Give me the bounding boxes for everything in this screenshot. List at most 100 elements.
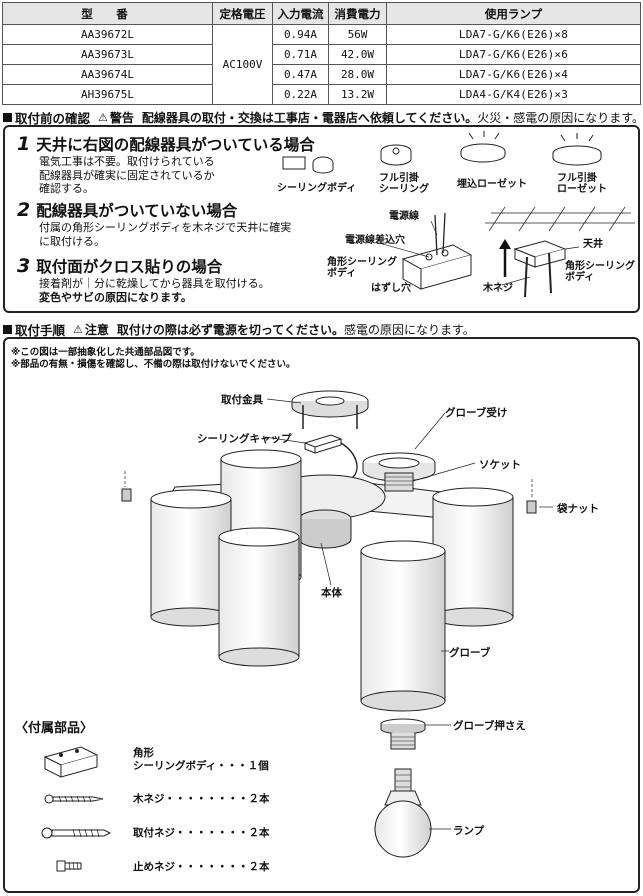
caution-label: 注意: [84, 323, 109, 337]
socket: [384, 472, 414, 492]
embedded-rosette-icon: [460, 131, 506, 163]
caution-bold-text: 取付けの際は必ず電源を切ってください。: [116, 323, 344, 337]
procedure-box: ※この図は一部抽象化した共通部品図です。 ※部品の有無・損傷を確認し、不備の際は…: [3, 337, 640, 893]
fixture-exploded-diagram: [121, 390, 553, 858]
table-row: AA39673L 0.71A 42.0W LDA7-G/K6(E26)×6: [2, 44, 641, 65]
cap-nut-left: [121, 488, 132, 502]
accessories-title: 〈付属部品〉: [15, 721, 94, 736]
current-cell: 0.22A: [272, 84, 329, 105]
wiring-devices-illustration: [282, 131, 635, 298]
label-full-hook-ceiling: フル引掛 シーリング: [379, 173, 429, 195]
globe-holder: [362, 452, 436, 482]
step-3: 3 取付面がクロス貼りの場合 接着剤が｜分に乾燥してから器具を取付ける。 変色やサ…: [17, 255, 270, 304]
header-power: 消費電力: [328, 2, 387, 25]
ceiling-mount-diagram: [485, 206, 635, 298]
lamp-cell: LDA7-G/K6(E26)×6: [386, 44, 641, 65]
header-model: 型 番: [2, 2, 213, 25]
model-cell: AA39674L: [2, 64, 213, 85]
label-body: 本体: [321, 587, 342, 599]
lamp-cell: LDA7-G/K6(E26)×4: [386, 64, 641, 85]
note-2: ※部品の有無・損傷を確認し、不備の際は取付けないでください。: [11, 359, 296, 370]
model-cell: AA39672L: [2, 24, 213, 45]
current-cell: 0.94A: [272, 24, 329, 45]
procedure-heading: 取付手順 ⚠ 注意 取付けの際は必ず電源を切ってください。 感電の原因になります…: [3, 320, 475, 339]
ceiling-body-icon: [282, 156, 334, 174]
warning-icon: ⚠: [98, 111, 108, 124]
step-number: 3: [17, 255, 31, 277]
globe-left: [150, 489, 232, 627]
globe-front-left: [218, 527, 300, 667]
label-globe: グローブ: [449, 647, 491, 659]
label-embedded-rosette: 埋込ローゼット: [457, 179, 527, 190]
square-bullet-icon: [3, 325, 12, 334]
label-lamp: ランプ: [453, 825, 485, 837]
model-cell: AA39673L: [2, 44, 213, 65]
header-voltage: 定格電圧: [212, 2, 273, 25]
label-ceiling: 天井: [583, 239, 603, 250]
label-globe-press: グローブ押さえ: [453, 720, 526, 732]
globe-front: [360, 540, 446, 712]
spec-table: 型 番 定格電圧 入力電流 消費電力 使用ランプ AA39672L AC100V…: [2, 2, 641, 105]
warning-text: 火災・感電の原因になります。: [477, 111, 643, 125]
table-row: AH39675L 0.22A 13.2W LDA4-G/K4(E26)×3: [2, 84, 641, 105]
step-body: 接着剤が｜分に乾燥してから器具を取付ける。: [39, 277, 270, 290]
section-title: 取付手順: [15, 323, 66, 338]
label-cap-nut: 袋ナット: [557, 503, 599, 515]
full-hook-ceiling-icon: [380, 144, 412, 166]
label-ceiling-cap: シーリングキャップ: [197, 433, 292, 445]
caution-text: 感電の原因になります。: [343, 323, 475, 337]
full-hook-rosette-icon: [552, 133, 602, 166]
lamp-cell: LDA7-G/K6(E26)×8: [386, 24, 641, 45]
step-number: 2: [17, 199, 31, 221]
spec-header-row: 型 番 定格電圧 入力電流 消費電力 使用ランプ: [2, 2, 641, 25]
power-cell: 42.0W: [328, 44, 387, 65]
wood-screw-icon: [44, 794, 104, 804]
label-power-line: 電源線: [389, 211, 419, 222]
label-wood-screw: 木ネジ: [483, 283, 513, 294]
voltage-cell: AC100V: [212, 24, 273, 105]
led-lamp: [374, 768, 432, 858]
leader-lines: [264, 398, 553, 830]
accessory-wood-screw: 木ネジ・・・・・・・・２本: [133, 793, 270, 805]
square-ceiling-body-icon: [43, 746, 99, 778]
current-cell: 0.47A: [272, 64, 329, 85]
label-insert-hole: 電源線差込穴: [345, 235, 405, 246]
warning-bold-text: 配線器具の取付・交換は工事店・電器店へ依頼してください。: [141, 111, 478, 125]
label-ceiling-body: シーリングボディ: [277, 183, 357, 194]
accessory-set-screw: 止めネジ・・・・・・・２本: [133, 861, 270, 873]
mount-screw-icon: [41, 827, 112, 839]
pre-install-heading: 取付前の確認 ⚠ 警告 配線器具の取付・交換は工事店・電器店へ依頼してください。…: [3, 108, 643, 127]
label-square-body-2: 角形シーリング ボディ: [565, 261, 635, 283]
power-cell: 13.2W: [328, 84, 387, 105]
pre-install-box: 1 天井に右図の配線器具がついている場合 電気工事は不要。取付けられている 配線器…: [3, 125, 640, 313]
step-body-bold: 変色やサビの原因になります。: [39, 290, 192, 304]
label-square-body: 角形シーリング ボディ: [327, 257, 397, 279]
table-row: AA39674L 0.47A 28.0W LDA7-G/K6(E26)×4: [2, 64, 641, 85]
step-body: 付属の角形シーリングボディを木ネジで天井に確実 に取付ける。: [39, 221, 292, 248]
step-heading: 取付面がクロス貼りの場合: [36, 258, 223, 276]
warning-label: 警告: [109, 111, 134, 125]
step-1: 1 天井に右図の配線器具がついている場合 電気工事は不要。取付けられている 配線器…: [17, 133, 315, 196]
globe-right: [432, 487, 514, 627]
caution-icon: ⚠: [73, 323, 83, 336]
accessory-mount-screw: 取付ネジ・・・・・・・２本: [133, 827, 270, 839]
label-socket: ソケット: [479, 459, 521, 471]
model-cell: AH39675L: [2, 84, 213, 105]
globe-press-ring: [380, 718, 426, 750]
power-cell: 28.0W: [328, 64, 387, 85]
cap-nut-right: [526, 500, 537, 514]
step-number: 1: [17, 133, 31, 155]
header-lamp: 使用ランプ: [386, 2, 641, 25]
step-body: 電気工事は不要。取付けられている 配線器具が確実に固定されているか 確認する。: [39, 155, 215, 195]
header-current: 入力電流: [272, 2, 329, 25]
accessory-square-body: 角形 シーリングボディ・・・１個: [133, 747, 269, 772]
label-mount: 取付金具: [221, 394, 263, 406]
table-row: AA39672L AC100V 0.94A 56W LDA7-G/K6(E26)…: [2, 24, 641, 105]
accessories-illustrations: [41, 746, 112, 872]
ceiling-cap: [303, 434, 343, 454]
label-full-hook-rosette: フル引掛 ローゼット: [557, 173, 607, 195]
mount-plate: [291, 390, 369, 429]
step-heading: 天井に右図の配線器具がついている場合: [36, 136, 315, 154]
square-bullet-icon: [3, 113, 12, 122]
